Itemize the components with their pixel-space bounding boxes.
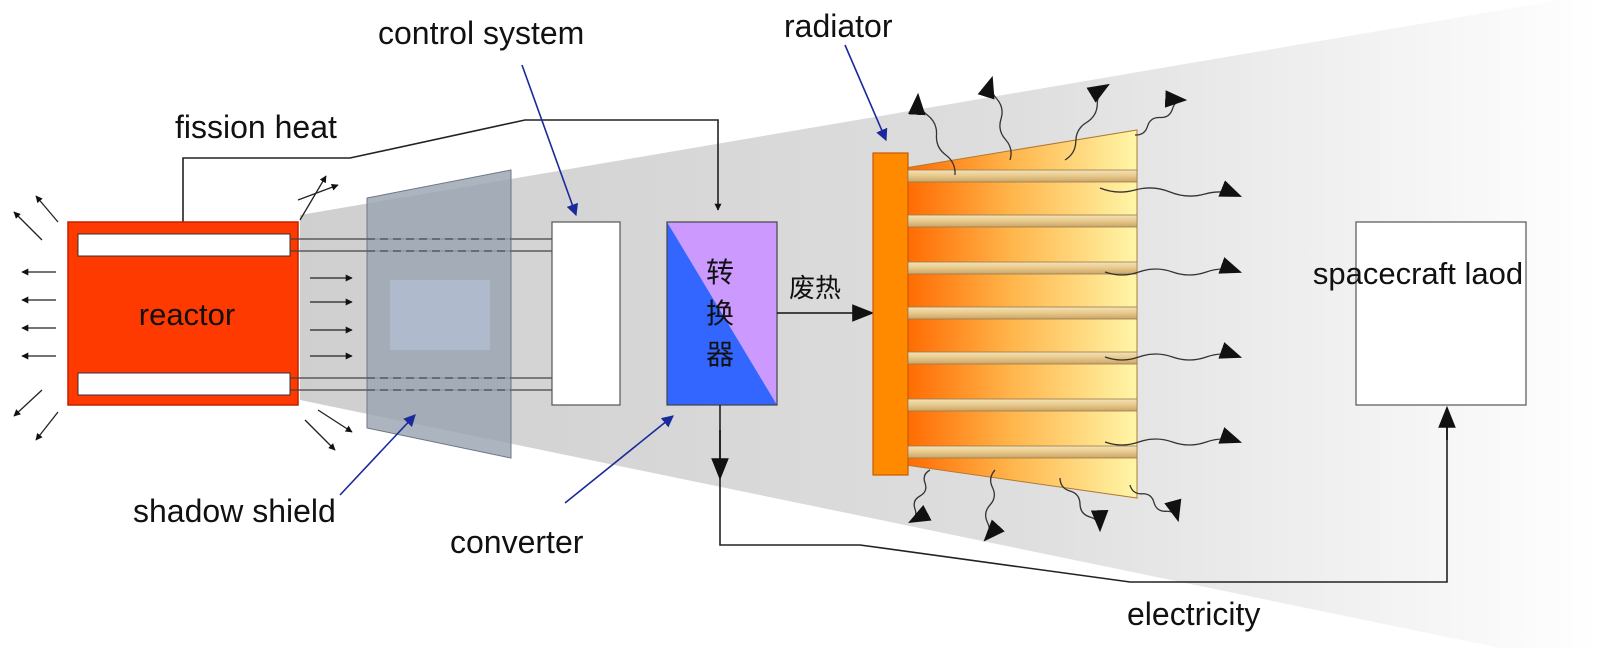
radiation-arrow — [299, 175, 327, 221]
converter-pointer — [564, 415, 674, 504]
radiation-arrow — [35, 195, 59, 223]
reactor-radiation-arrows — [13, 175, 353, 451]
heat-emission-arrow — [1104, 257, 1243, 276]
reactor-pipe-bottom — [77, 372, 291, 396]
heat-emission-arrow — [977, 75, 1012, 161]
radiation-arrow — [35, 411, 59, 441]
radiation-arrow — [304, 419, 336, 451]
fission-heat-label: fission heat — [175, 109, 337, 145]
radiator-tube — [907, 214, 1138, 228]
control-system-pointer — [521, 64, 578, 217]
converter-char-1: 转 — [706, 256, 734, 289]
reactor-pipe-top — [77, 233, 291, 257]
control-system-label: control system — [378, 15, 584, 51]
fission-heat-line — [182, 119, 722, 222]
radiator-manifold — [872, 152, 909, 476]
radiation-arrow — [13, 389, 43, 417]
heat-emission-arrow — [1099, 180, 1243, 197]
shadow-shield-pointer — [339, 414, 416, 496]
shadow-shield — [366, 169, 512, 459]
reactor: reactor — [67, 221, 299, 406]
heat-emission-arrow — [907, 92, 956, 176]
electricity-label: electricity — [1127, 596, 1260, 632]
converter-char-3: 器 — [706, 338, 734, 371]
heat-emission-arrow — [1134, 90, 1188, 136]
radiator-tube — [907, 169, 1138, 183]
heat-emission-arrow — [1104, 427, 1243, 446]
radiator-tube — [907, 306, 1138, 320]
converter-label: converter — [450, 524, 584, 560]
radiator-label: radiator — [784, 8, 893, 44]
radiator-tube — [907, 261, 1138, 275]
heat-emission-arrow — [1104, 342, 1243, 361]
heat-emission-arrow — [983, 469, 1005, 542]
radiation-arrow — [317, 409, 353, 433]
radiation-arrow — [297, 183, 339, 201]
heat-emission-arrows — [907, 75, 1243, 542]
radiator-pointer — [844, 44, 888, 142]
spacecraft-load-box — [1355, 221, 1527, 406]
converter: 转 换 器 — [666, 221, 778, 406]
heat-emission-arrow — [1129, 484, 1182, 523]
waste-heat-label: 废热 — [789, 274, 841, 304]
radiator — [872, 129, 1138, 499]
radiator-tube — [907, 351, 1138, 365]
control-system-box — [551, 221, 621, 406]
electricity-line — [719, 405, 1448, 583]
radiation-arrow — [13, 211, 43, 241]
radiator-tube — [907, 398, 1138, 412]
heat-emission-arrow — [1064, 83, 1110, 161]
heat-emission-arrow — [908, 469, 932, 524]
shadow-shield-label: shadow shield — [133, 493, 336, 529]
reactor-label: reactor — [139, 297, 235, 332]
radiator-tube — [907, 445, 1138, 459]
spacecraft-load-label: spacecraft laod — [1313, 256, 1523, 291]
heat-emission-arrow — [1059, 477, 1109, 533]
converter-char-2: 换 — [706, 297, 734, 330]
